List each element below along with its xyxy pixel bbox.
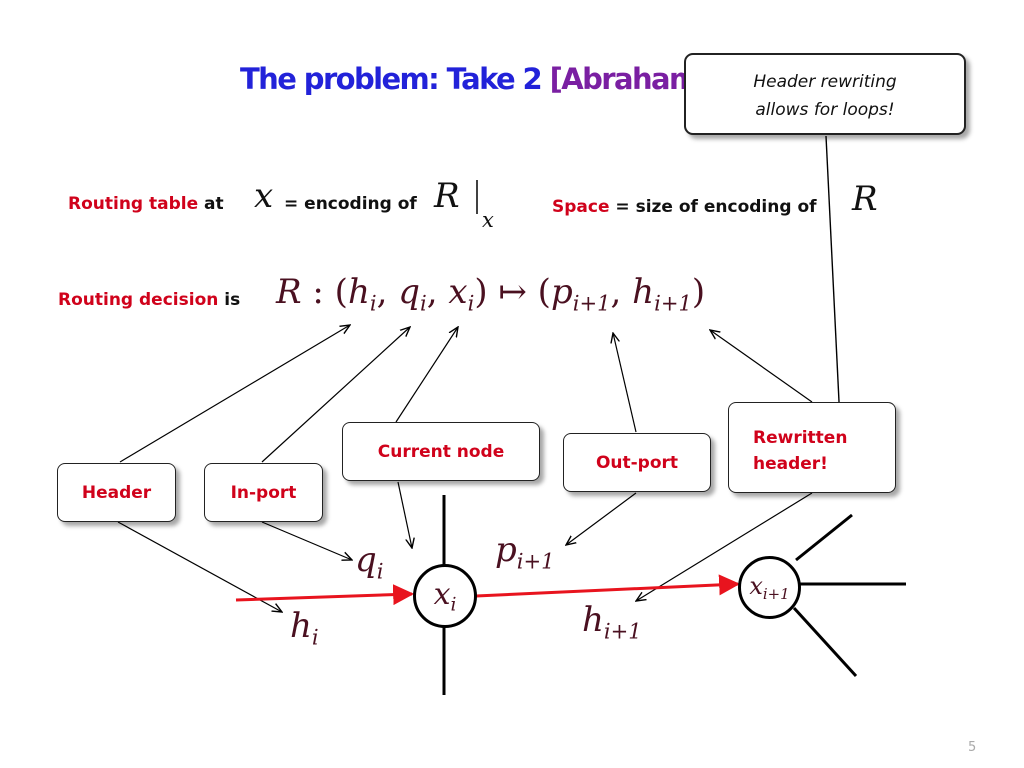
slide-title: The problem: Take 2 [Abraham bbox=[240, 62, 700, 96]
routing-table-text: Routing table at bbox=[68, 194, 224, 214]
arrow-inport-to-qi bbox=[261, 521, 352, 560]
routing-decision-term: Routing decision bbox=[58, 290, 219, 310]
label-qi: qi bbox=[355, 540, 384, 584]
callout-line-2: allows for loops! bbox=[755, 100, 895, 120]
space-definition: = size of encoding of bbox=[609, 197, 817, 217]
arrow-outport-to-pi bbox=[566, 492, 637, 545]
node-xi1-spoke-down bbox=[792, 606, 858, 678]
arrow-header-to-h bbox=[119, 325, 350, 463]
label-hi1: hi+1 bbox=[582, 600, 642, 644]
arrow-inport-to-q bbox=[261, 327, 410, 463]
arrow-node-to-x bbox=[395, 327, 458, 423]
edge-xi-to-xi1 bbox=[475, 574, 741, 598]
rewritten-line-2: header! bbox=[753, 454, 828, 474]
routing-table-term: Routing table bbox=[68, 194, 199, 214]
routing-decision-is: is bbox=[218, 290, 241, 310]
routing-formula: R : (hi, qi, xi) ↦ (pi+1, hi+1) bbox=[276, 272, 706, 316]
arrow-outport-to-p bbox=[613, 333, 637, 433]
arrow-rewritten-to-hi1 bbox=[636, 492, 813, 601]
math-R-2: R bbox=[852, 179, 878, 219]
space-term: Space bbox=[552, 197, 610, 217]
math-restriction-x: x bbox=[482, 208, 494, 232]
node-xi1-label: xi+1 bbox=[749, 571, 790, 604]
routing-table-encoding: = encoding of bbox=[284, 194, 417, 214]
callout-line-1: Header rewriting bbox=[753, 72, 897, 92]
label-pi1: pi+1 bbox=[495, 530, 555, 574]
node-xi1-spoke-up bbox=[795, 513, 853, 562]
node-xi: xi bbox=[413, 564, 477, 628]
title-main: The problem: Take 2 bbox=[240, 62, 550, 96]
routing-decision-text: Routing decision is bbox=[58, 290, 240, 310]
rewritten-line-1: Rewritten bbox=[753, 428, 848, 448]
callout-header-rewriting: Header rewriting allows for loops! bbox=[684, 53, 966, 135]
routing-table-at: at bbox=[198, 194, 224, 214]
title-citation: [Abraham bbox=[549, 62, 700, 96]
space-text: Space = size of encoding of bbox=[552, 197, 817, 217]
arrow-callout-to-rewritten bbox=[825, 135, 840, 422]
outport-box: Out-port bbox=[563, 433, 711, 492]
arrow-rewritten-to-h bbox=[710, 330, 813, 403]
node-xi1: xi+1 bbox=[738, 556, 801, 619]
edge-in-to-xi bbox=[235, 584, 415, 606]
page-number: 5 bbox=[968, 740, 977, 755]
current-node-box: Current node bbox=[342, 422, 540, 481]
label-hi: hi bbox=[290, 606, 319, 650]
math-x: x bbox=[254, 176, 274, 216]
rewritten-header-box: Rewritten header! bbox=[728, 402, 896, 493]
node-xi-label: xi bbox=[433, 576, 457, 616]
math-R-1: R bbox=[434, 176, 460, 216]
arrow-header-to-hi bbox=[117, 521, 282, 612]
arrow-node-to-xi bbox=[397, 481, 412, 548]
header-box: Header bbox=[57, 463, 176, 522]
math-R-restricted: R bbox=[434, 176, 460, 216]
inport-box: In-port bbox=[204, 463, 323, 522]
